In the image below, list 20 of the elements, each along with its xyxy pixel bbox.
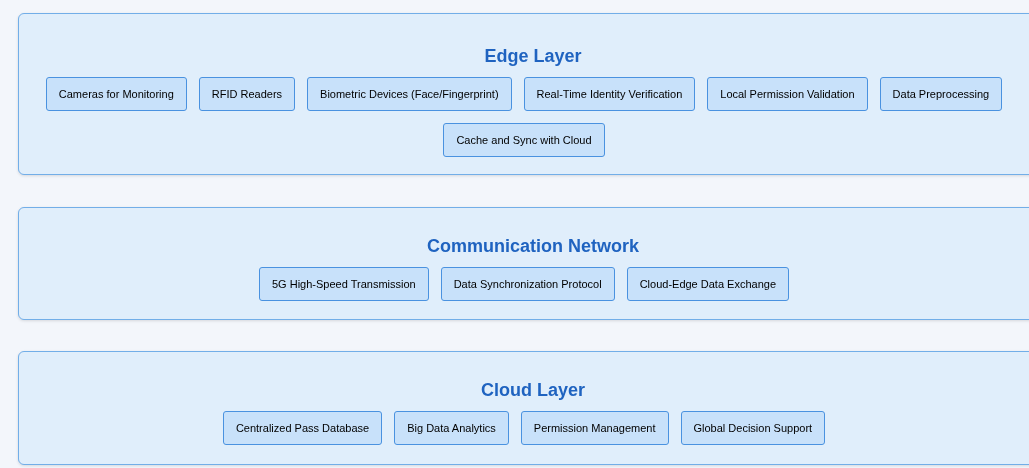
- component-box: Cache and Sync with Cloud: [443, 123, 605, 157]
- layer-title: Communication Network: [427, 236, 639, 257]
- layer-title: Edge Layer: [484, 46, 582, 67]
- layer-panel: [18, 207, 1029, 320]
- component-box: Data Preprocessing: [879, 77, 1003, 111]
- component-box: Cameras for Monitoring: [45, 77, 187, 111]
- layer-panel: [18, 351, 1029, 465]
- component-box: Cloud-Edge Data Exchange: [626, 267, 789, 301]
- component-box: Real-Time Identity Verification: [523, 77, 696, 111]
- component-box: Big Data Analytics: [394, 411, 509, 445]
- component-box: 5G High-Speed Transmission: [259, 267, 429, 301]
- component-box: Permission Management: [520, 411, 669, 445]
- layer-title: Cloud Layer: [481, 380, 585, 401]
- component-box: Local Permission Validation: [707, 77, 868, 111]
- component-box: RFID Readers: [198, 77, 296, 111]
- component-box: Data Synchronization Protocol: [440, 267, 615, 301]
- component-box: Global Decision Support: [680, 411, 826, 445]
- component-box: Centralized Pass Database: [222, 411, 383, 445]
- layer-panel: [18, 13, 1029, 175]
- component-box: Biometric Devices (Face/Fingerprint): [307, 77, 512, 111]
